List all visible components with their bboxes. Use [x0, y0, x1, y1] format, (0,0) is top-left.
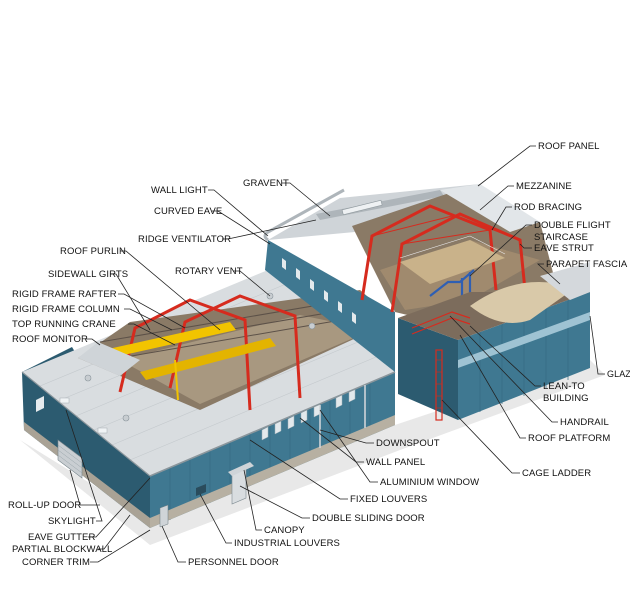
- label-lean-to: LEAN-TO: [543, 381, 585, 392]
- label-building: BUILDING: [543, 393, 589, 404]
- label-canopy: CANOPY: [264, 525, 305, 536]
- roof-monitor: [78, 342, 140, 376]
- glazing: [458, 312, 590, 368]
- label-industrial-louvers: INDUSTRIAL LOUVERS: [234, 538, 340, 549]
- label-mezzanine: MEZZANINE: [516, 181, 572, 192]
- label-roof-platform: ROOF PLATFORM: [528, 433, 610, 444]
- front-wall: [150, 372, 395, 528]
- label-sidewall-girts: SIDEWALL GIRTS: [48, 269, 128, 280]
- label-roof-purlin: ROOF PURLIN: [60, 246, 126, 257]
- label-handrail: HANDRAIL: [560, 417, 609, 428]
- label-parapet-fascia: PARAPET FASCIA: [546, 259, 628, 270]
- label-skylight: SKYLIGHT: [48, 516, 96, 527]
- label-rigid-frame-rafter: RIGID FRAME RAFTER: [12, 289, 117, 300]
- label-roof-monitor: ROOF MONITOR: [12, 334, 88, 345]
- label-ridge-ventilator: RIDGE VENTILATOR: [138, 234, 231, 245]
- label-eave-strut: EAVE STRUT: [534, 243, 594, 254]
- label-corner-trim: CORNER TRIM: [22, 557, 90, 568]
- leader-lines: [65, 145, 605, 563]
- labels: ROOF PANEL GRAVENT MEZZANINE WALL LIGHT …: [8, 141, 630, 568]
- label-top-running-crane: TOP RUNNING CRANE: [12, 319, 116, 330]
- eave-gutter: [149, 371, 396, 477]
- label-partial-blockwall: PARTIAL BLOCKWALL: [12, 544, 112, 555]
- parapet-fascia: [540, 262, 590, 300]
- label-glazing: GLAZING: [607, 369, 630, 379]
- label-eave-gutter: EAVE GUTTER: [28, 532, 95, 543]
- label-double-sliding-door: DOUBLE SLIDING DOOR: [312, 513, 425, 524]
- label-gravent: GRAVENT: [243, 178, 289, 189]
- label-roof-panel: ROOF PANEL: [538, 141, 600, 152]
- top-running-crane: [104, 322, 276, 401]
- label-downspout: DOWNSPOUT: [376, 438, 440, 449]
- curved-eave: [263, 188, 345, 242]
- label-wall-panel: WALL PANEL: [366, 457, 425, 468]
- personnel-door: [159, 504, 169, 528]
- label-staircase: STAIRCASE: [534, 232, 588, 243]
- label-cage-ladder: CAGE LADDER: [522, 468, 591, 479]
- label-curved-eave: CURVED EAVE: [154, 206, 222, 217]
- label-rigid-frame-column: RIGID FRAME COLUMN: [12, 304, 120, 315]
- mezzanine: [400, 240, 505, 284]
- label-rotary-vent: ROTARY VENT: [175, 266, 243, 277]
- cage-ladder: [435, 349, 443, 421]
- label-aluminium-window: ALUMINIUM WINDOW: [380, 477, 479, 488]
- label-double-flight: DOUBLE FLIGHT: [534, 220, 611, 231]
- label-personnel-door: PERSONNEL DOOR: [188, 557, 279, 568]
- gravent: [341, 199, 383, 216]
- label-wall-light: WALL LIGHT: [151, 185, 208, 196]
- label-fixed-louvers: FIXED LOUVERS: [350, 494, 427, 505]
- label-rod-bracing: ROD BRACING: [514, 202, 582, 213]
- label-roll-up-door: ROLL-UP DOOR: [8, 500, 81, 511]
